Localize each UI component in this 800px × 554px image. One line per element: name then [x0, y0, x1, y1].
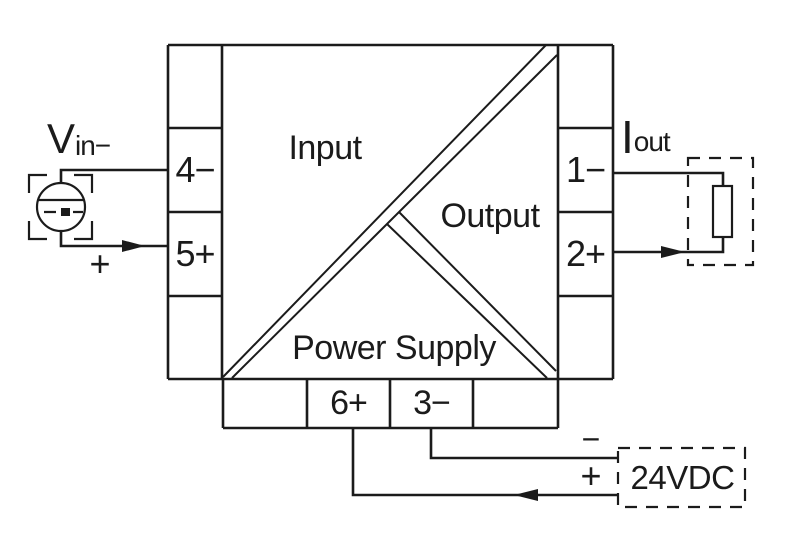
power-supply-section-label: Power Supply — [292, 328, 496, 367]
supply-wire-negative — [429, 428, 618, 460]
input-signal-symbol: V — [47, 115, 76, 162]
source-dashed-enclosure — [27, 173, 94, 241]
output-wire-positive — [613, 237, 725, 254]
input-wire-negative — [59, 168, 168, 184]
terminal-4-label: 4− — [175, 149, 215, 190]
terminal-3-label: 3− — [413, 384, 451, 422]
isolation-barrier-power — [386, 211, 557, 379]
output-wire-negative — [613, 171, 725, 186]
load-resistor-icon — [711, 184, 734, 239]
terminal-5-label: 5+ — [175, 233, 215, 274]
supply-minus-polarity-label: − — [581, 421, 601, 457]
voltage-source-icon — [35, 181, 87, 233]
output-signal-subscript: out — [633, 126, 671, 157]
output-current-arrow — [661, 246, 685, 258]
supply-current-arrow — [514, 489, 538, 501]
terminal-1-label: 1− — [565, 149, 606, 190]
output-section-label: Output — [440, 196, 540, 235]
device-frame — [166, 43, 615, 430]
input-section-label: Input — [288, 128, 362, 167]
supply-plus-polarity-label: + — [580, 455, 602, 496]
terminal-2-label: 2+ — [565, 233, 606, 274]
isolation-barrier-main — [222, 44, 558, 379]
load-dashed-enclosure — [686, 156, 755, 267]
supply-voltage-label: 24VDC — [630, 458, 735, 496]
input-signal-subscript: in− — [75, 130, 111, 161]
supply-dashed-enclosure — [616, 446, 747, 509]
input-plus-polarity-label: + — [89, 243, 111, 284]
output-signal-symbol: I — [621, 111, 634, 163]
terminal-6-label: 6+ — [330, 384, 368, 422]
input-current-arrow — [122, 240, 145, 252]
